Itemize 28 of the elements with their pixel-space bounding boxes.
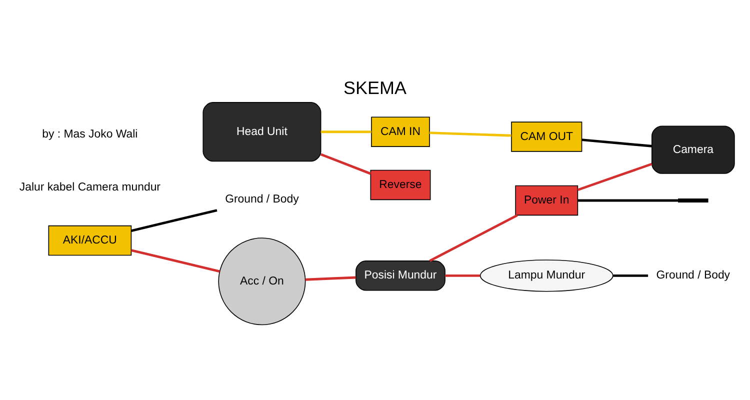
node-box: CAM OUT: [511, 121, 582, 152]
node-box: Reverse: [370, 169, 431, 200]
label: by : Mas Joko Wali: [42, 128, 138, 140]
connector: [613, 274, 648, 276]
connector: [582, 138, 652, 147]
node-circle: Acc / On: [218, 237, 306, 325]
node-ellipse: Lampu Mundur: [480, 259, 614, 292]
label: Jalur kabel Camera mundur: [19, 180, 161, 193]
node-box: Camera: [651, 125, 735, 174]
node-box: Head Unit: [202, 102, 322, 162]
connector: [131, 208, 218, 232]
diagram-title: SKEMA: [344, 77, 406, 98]
node-bar: [678, 198, 708, 202]
connector: [445, 274, 480, 276]
node-text: Ground / Body: [656, 269, 730, 282]
node-text: Ground / Body: [225, 193, 299, 206]
connector: [577, 162, 652, 191]
connector: [320, 152, 372, 174]
connector: [305, 276, 356, 280]
connector: [320, 130, 372, 133]
connector: [429, 214, 518, 262]
node-box: Power In: [515, 184, 578, 216]
connector: [131, 248, 220, 272]
node-box: AKI/ACCU: [48, 224, 132, 256]
connector: [578, 198, 678, 202]
connector: [429, 131, 512, 136]
node-box: Posisi Mundur: [356, 260, 446, 290]
node-box: CAM IN: [371, 116, 430, 146]
